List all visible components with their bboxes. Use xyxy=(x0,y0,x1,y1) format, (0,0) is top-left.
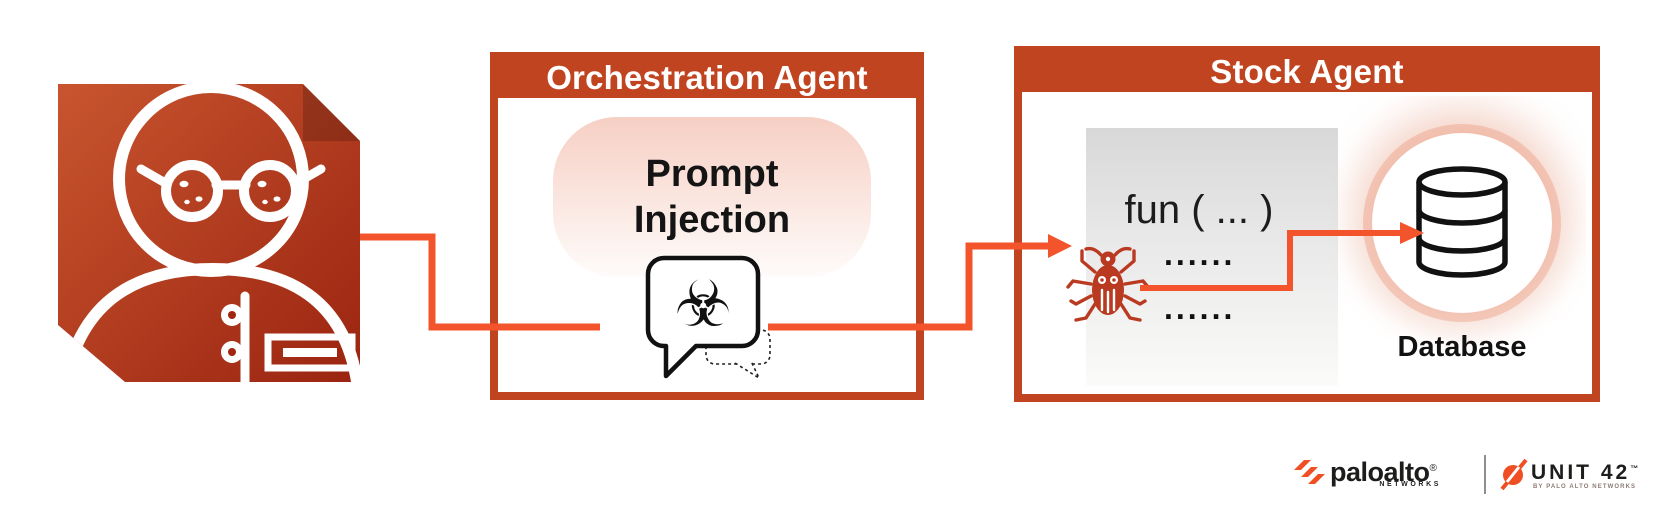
unit42-wordmark: UNIT 42™ xyxy=(1531,461,1638,485)
folded-corner xyxy=(303,84,360,141)
trademark-mark: ™ xyxy=(1630,464,1639,473)
malware-bug-icon xyxy=(1066,246,1150,322)
prompt-injection-line1: Prompt xyxy=(645,153,779,195)
stock-agent-title: Stock Agent xyxy=(1022,54,1592,92)
unit42-name: UNIT 42 xyxy=(1531,461,1631,484)
registered-mark: ® xyxy=(1429,463,1437,474)
attacker-user-icon xyxy=(58,84,360,382)
paloalto-name: paloalto xyxy=(1330,457,1430,487)
database-cylinder-icon xyxy=(1416,166,1508,278)
unit42-logo-icon xyxy=(1500,458,1528,491)
code-dots-row-1: ...... xyxy=(1164,236,1236,272)
orchestration-agent-title: Orchestration Agent xyxy=(498,60,916,98)
function-call-text: fun ( ... ) xyxy=(1124,188,1274,232)
prompt-injection-line2: Injection xyxy=(633,199,791,241)
brand-divider xyxy=(1484,455,1486,494)
biohazard-speech-bubble-icon: ☣ xyxy=(645,255,771,381)
glasses-shine-dots xyxy=(179,180,281,205)
paloalto-wordmark: paloalto® xyxy=(1330,457,1437,488)
paloalto-networks-label: NETWORKS xyxy=(1379,481,1441,488)
database-label: Database xyxy=(1397,331,1527,363)
unit42-byline: BY PALO ALTO NETWORKS xyxy=(1533,484,1637,490)
paloalto-logo-icon xyxy=(1294,460,1325,484)
biohazard-glyph: ☣ xyxy=(674,268,731,342)
code-dots-row-2: ...... xyxy=(1164,290,1236,326)
